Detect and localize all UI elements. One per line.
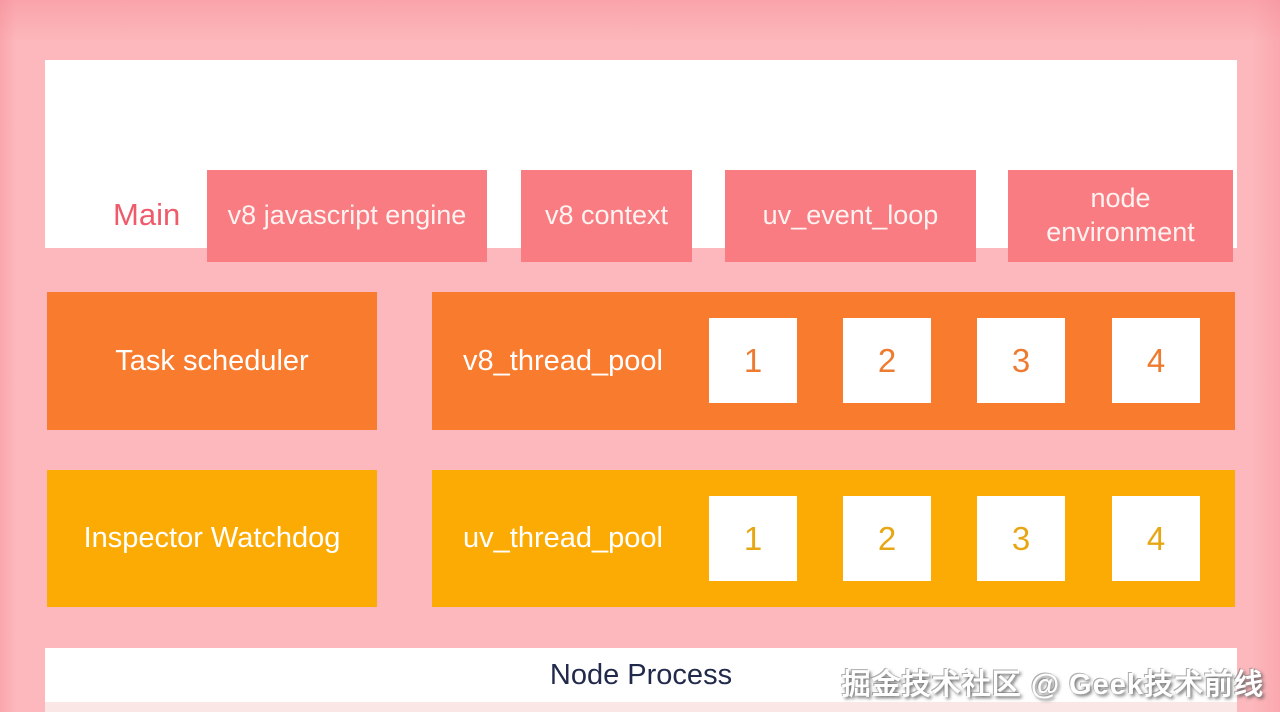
- uv-thread-3: 3: [977, 496, 1065, 581]
- node-environment-box: node environment: [1008, 170, 1233, 262]
- uv-thread-pool-bar: uv_thread_pool 1 2 3 4: [432, 470, 1235, 607]
- v8-thread-2: 2: [843, 318, 931, 403]
- v8-thread-4: 4: [1112, 318, 1200, 403]
- node-process-bar: Node Process: [45, 648, 1237, 702]
- uv-thread-pool-label: uv_thread_pool: [463, 522, 663, 554]
- v8-javascript-engine-box: v8 javascript engine: [207, 170, 487, 262]
- inspector-watchdog-box: Inspector Watchdog: [47, 470, 377, 607]
- task-scheduler-box: Task scheduler: [47, 292, 377, 430]
- bottom-strip: [45, 702, 1237, 712]
- uv-thread-1: 1: [709, 496, 797, 581]
- v8-context-box: v8 context: [521, 170, 692, 262]
- uv-thread-2: 2: [843, 496, 931, 581]
- uv-thread-4: 4: [1112, 496, 1200, 581]
- v8-thread-3: 3: [977, 318, 1065, 403]
- v8-thread-pool-bar: v8_thread_pool 1 2 3 4: [432, 292, 1235, 430]
- uv-event-loop-box: uv_event_loop: [725, 170, 976, 262]
- v8-thread-1: 1: [709, 318, 797, 403]
- main-thread-panel: Main v8 javascript engine v8 context uv_…: [45, 60, 1237, 262]
- main-thread-label: Main: [113, 197, 181, 232]
- watermark-text: 掘金技术社区 @ Geek技术前线: [841, 669, 1264, 701]
- v8-thread-pool-label: v8_thread_pool: [463, 344, 663, 377]
- node-process-label: Node Process: [549, 658, 733, 691]
